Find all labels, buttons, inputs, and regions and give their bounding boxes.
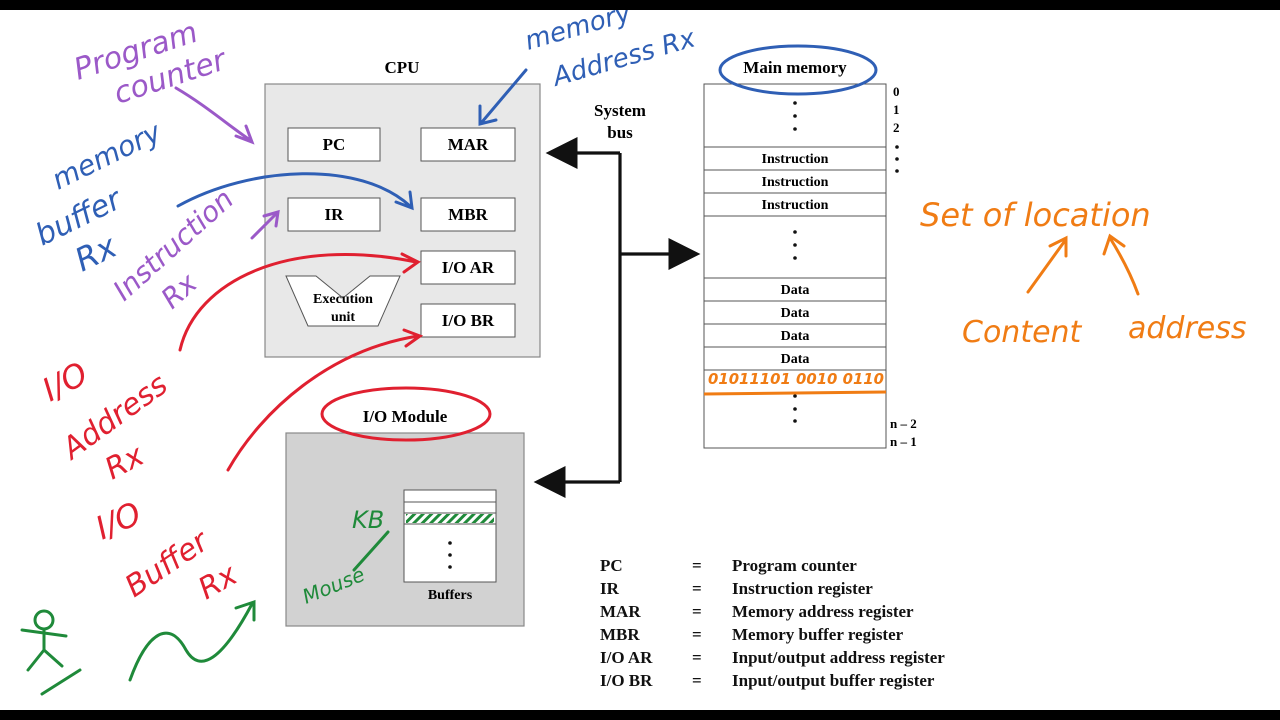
main-memory-circle [718, 44, 878, 96]
io-buffers-label: Buffers [428, 588, 473, 603]
main-memory-block [703, 83, 887, 449]
ir-register-label: IR [325, 205, 345, 224]
memory-cell-data-1: Data [781, 283, 810, 298]
ioar-register-label: I/O AR [442, 258, 495, 277]
io-address-rx-annotation: I/O Address Rx [36, 354, 174, 487]
binary-underline [703, 390, 887, 396]
memory-buffer-rx-arrow [176, 172, 414, 211]
legend-row: IR = Instruction register [600, 577, 945, 600]
legend-equals: = [692, 556, 702, 575]
memory-index-2: 2 [893, 120, 900, 135]
pc-register: PC [287, 127, 381, 162]
io-address-rx-note-line1: I/O [36, 354, 94, 409]
legend-equals: = [692, 671, 702, 690]
legend-definition: Input/output buffer register [732, 671, 935, 690]
program-counter-arrow [174, 86, 255, 145]
mar-register: MAR [420, 127, 516, 162]
io-address-rx-note-line3: Rx [99, 438, 150, 487]
memory-index-n2: n – 2 [890, 416, 917, 431]
legend-row: MBR = Memory buffer register [600, 623, 945, 646]
diagram-canvas: CPU PC MAR IR MBR I/O AR I/O BR Executio… [0, 10, 1280, 710]
legend-row: MAR = Memory address register [600, 600, 945, 623]
legend-row: PC = Program counter [600, 554, 945, 577]
memory-index-n1: n – 1 [890, 434, 917, 449]
execution-unit-line2: unit [331, 310, 355, 325]
kb-note: KB [352, 506, 384, 534]
address-arrow [1102, 233, 1140, 296]
pc-register-label: PC [323, 135, 346, 154]
content-arrow [1026, 235, 1068, 294]
legend-row: I/O AR = Input/output address register [600, 646, 945, 669]
legend-definition: Program counter [732, 556, 857, 575]
instruction-rx-arrow [250, 209, 280, 240]
system-bus-label-line2: bus [607, 123, 633, 142]
io-buffer-rx-note-line1: I/O [90, 494, 147, 547]
memory-dots [793, 101, 899, 423]
legend-abbr: MBR [600, 625, 640, 644]
ioar-register: I/O AR [420, 250, 516, 285]
io-address-rx-arrow [178, 252, 421, 352]
io-module-circle [320, 386, 492, 442]
memory-index-1: 1 [893, 102, 900, 117]
address-note: address [1128, 311, 1247, 346]
mbr-register: MBR [420, 197, 516, 232]
memory-cell-instruction-2: Instruction [762, 175, 829, 190]
execution-unit-line1: Execution [313, 292, 373, 307]
io-buffer-rx-annotation: I/O Buffer Rx [90, 494, 244, 607]
legend-abbr: IR [600, 579, 619, 598]
memory-address-rx-annotation: memory Address Rx [522, 10, 699, 93]
memory-cell-data-3: Data [781, 329, 810, 344]
legend-definition: Memory buffer register [732, 625, 904, 644]
instruction-rx-annotation: Instruction Rx [107, 182, 240, 315]
legend-equals: = [692, 648, 702, 667]
execution-unit: Execution unit [285, 275, 401, 327]
main-memory-title: Main memory [743, 58, 847, 77]
iobr-register-label: I/O BR [442, 311, 495, 330]
kb-arrow [352, 530, 390, 572]
ir-register: IR [287, 197, 381, 232]
mar-register-label: MAR [448, 135, 489, 154]
mouse-arrow [128, 599, 256, 682]
io-buffer-dots [448, 541, 452, 569]
iobr-register: I/O BR [420, 303, 516, 338]
io-module-title: I/O Module [363, 407, 448, 426]
legend-definition: Memory address register [732, 602, 914, 621]
memory-cell-data-4: Data [781, 352, 810, 367]
cpu-title: CPU [385, 58, 420, 77]
legend-abbr: I/O AR [600, 648, 653, 667]
binary-note: 01011101 0010 0110 [708, 370, 884, 388]
program-counter-annotation: Program counter [70, 15, 232, 112]
legend-equals: = [692, 602, 702, 621]
io-buffer-rx-note-line3: Rx [193, 557, 244, 607]
legend-equals: = [692, 625, 702, 644]
content-note: Content [962, 315, 1083, 350]
memory-cell-data-2: Data [781, 306, 810, 321]
memory-index-0: 0 [893, 84, 900, 99]
set-of-location-note: Set of location [920, 196, 1151, 234]
system-bus-label-line1: System [594, 101, 646, 120]
memory-cell-instruction-3: Instruction [762, 198, 829, 213]
legend-abbr: I/O BR [600, 671, 653, 690]
user-figure-doodle [20, 609, 82, 696]
legend-row: I/O BR = Input/output buffer register [600, 669, 945, 692]
system-bus-lines [533, 137, 701, 498]
legend-abbr: PC [600, 556, 623, 575]
legend-equals: = [692, 579, 702, 598]
mbr-register-label: MBR [448, 205, 488, 224]
io-buffer-rx-arrow [226, 328, 424, 472]
memory-address-rx-arrow [478, 68, 528, 126]
kb-buffer-hatch [406, 514, 494, 523]
memory-cell-instruction-1: Instruction [762, 152, 829, 167]
legend-abbr: MAR [600, 602, 641, 621]
legend-definition: Input/output address register [732, 648, 945, 667]
legend-definition: Instruction register [732, 579, 873, 598]
